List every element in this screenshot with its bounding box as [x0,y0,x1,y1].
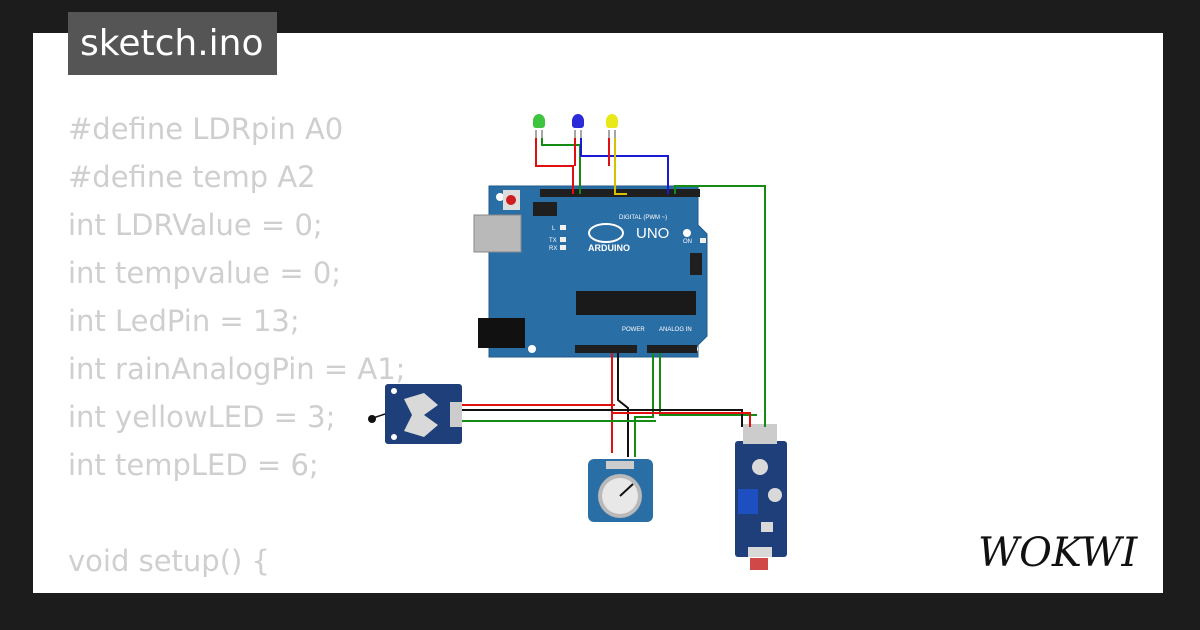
code-line: void setup() { [68,544,270,578]
code-line: int rainAnalogPin = A1; [68,352,406,386]
tx-label: TX [549,238,557,244]
potentiometer[interactable] [588,459,653,522]
code-line: Serial.begin(115200); [68,585,405,593]
code-preview: #define LDRpin A0 #define temp A2 int LD… [68,105,405,593]
temperature-sensor-module[interactable] [368,384,462,444]
arduino-brand-label: ARDUINO [588,243,630,253]
file-tab-label: sketch.ino [80,23,264,64]
code-line: int tempLED = 6; [68,448,319,482]
code-line: #define temp A2 [68,160,316,194]
digital-pwm-label: DIGITAL (PWM ~) [619,215,667,221]
wires [462,138,766,457]
on-label: ON [683,239,692,245]
analog-in-label: ANALOG IN [659,327,692,333]
l-led-label: L [552,226,556,232]
project-preview-card: #define LDRpin A0 #define temp A2 int LD… [33,33,1163,593]
rx-label: RX [549,246,557,252]
code-line: int tempvalue = 0; [68,256,342,290]
power-label: POWER [622,327,645,333]
ldr-sensor-module[interactable] [735,424,787,570]
file-tab[interactable]: sketch.ino [68,12,278,75]
arduino-uno-board[interactable]: DIGITAL (PWM ~) ARDUINO UNO ON L TX RX P… [473,185,708,358]
blue-led[interactable] [572,114,584,140]
yellow-led[interactable] [606,114,618,140]
wokwi-logo-text: WOKWI [978,530,1138,576]
code-line: #define LDRpin A0 [68,112,344,146]
circuit-diagram: DIGITAL (PWM ~) ARDUINO UNO ON L TX RX P… [368,114,787,570]
wokwi-logo: WOKWI [978,530,1138,576]
green-led[interactable] [533,114,545,140]
code-line: int yellowLED = 3; [68,400,336,434]
uno-model-label: UNO [636,225,669,242]
code-line: int LDRValue = 0; [68,208,323,242]
code-line: int LedPin = 13; [68,304,300,338]
